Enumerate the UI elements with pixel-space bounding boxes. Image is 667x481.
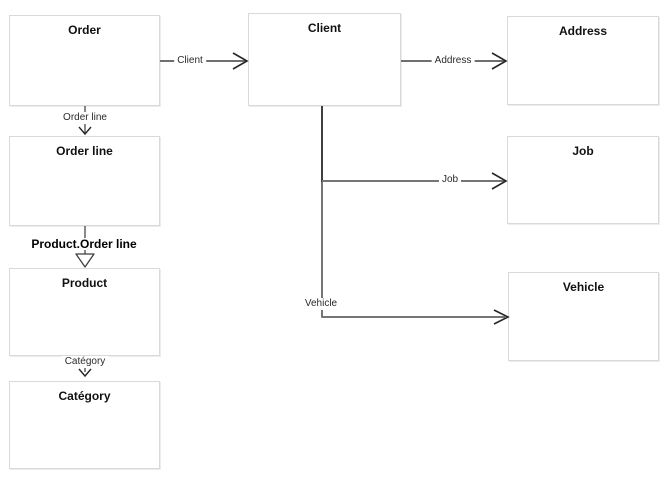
edge-label-order-client: Client [174,55,206,67]
edge-client-job-arrowhead-icon [491,172,508,190]
edge-label-orderline-product: Product.Order line [28,238,140,250]
node-vehicle-title: Vehicle [562,280,605,294]
edge-orderline-product-triangle-arrowhead-icon [75,253,95,268]
node-category-title: Catégory [58,389,111,403]
edge-product-category-arrowhead-icon [78,368,92,378]
edge-client-vehicle-arrowhead-icon [493,309,510,325]
node-job-title: Job [572,144,594,158]
node-job[interactable]: Job [507,136,659,224]
node-product[interactable]: Product [9,268,160,356]
node-vehicle[interactable]: Vehicle [508,272,659,361]
edge-label-client-address: Address [431,55,475,67]
node-address[interactable]: Address [507,16,659,105]
node-product-title: Product [61,276,108,290]
node-order-line[interactable]: Order line [9,136,160,226]
edge-client-address-arrowhead-icon [491,52,508,70]
edge-label-client-vehicle: Vehicle [301,298,341,310]
edge-order-orderline-arrowhead-icon [78,126,92,136]
node-client-title: Client [307,21,342,35]
edge-order-client-arrowhead-icon [232,52,249,70]
node-client[interactable]: Client [248,13,401,106]
edge-label-client-job: Job [438,174,462,186]
node-order-line-title: Order line [56,144,113,158]
edge-label-order-orderline: Order line [60,112,110,124]
node-order[interactable]: Order [9,15,160,106]
node-address-title: Address [558,24,608,38]
edge-client-vehicle-line[interactable] [321,181,505,318]
edge-label-product-category: Catégory [61,356,109,368]
node-order-title: Order [68,23,101,37]
node-category[interactable]: Catégory [9,381,160,469]
